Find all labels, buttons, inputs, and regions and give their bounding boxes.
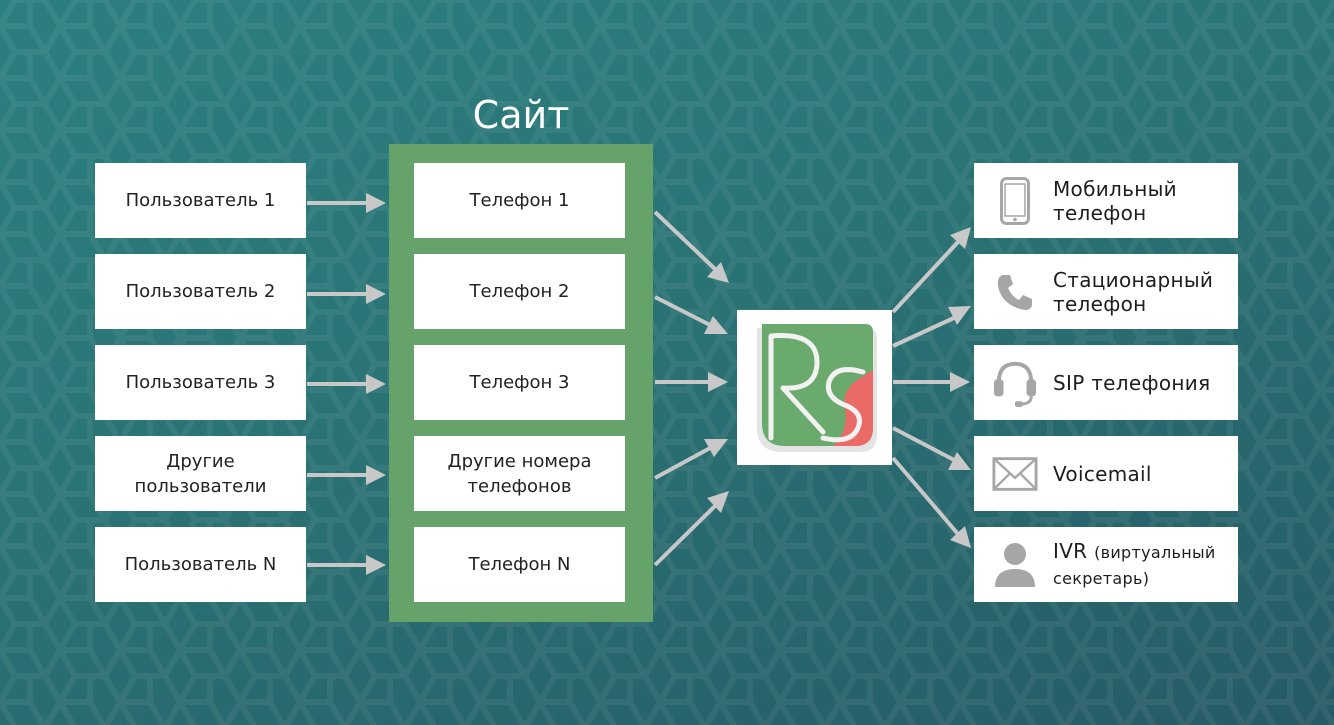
arrow-phone1-logo	[653, 210, 718, 272]
dest-box-voicemail: Voicemail	[974, 436, 1238, 511]
site-title: Сайт	[472, 93, 570, 137]
phone-label: Телефон 2	[469, 281, 570, 302]
arrowhead	[948, 452, 971, 470]
arrow-phone4-logo	[654, 445, 713, 480]
arrowhead	[704, 316, 728, 334]
phone-box-2: Телефон 2	[414, 254, 625, 329]
user-label: Пользователь 1	[125, 190, 276, 211]
arrow-logo-ivr	[891, 456, 960, 536]
rs-logo-icon	[757, 324, 877, 452]
arrow-logo-mobile	[891, 240, 960, 314]
arrowhead	[366, 284, 386, 304]
dest-box-ivr: IVR (виртуальный секретарь)	[974, 527, 1238, 602]
dest-label: SIP телефония	[1053, 370, 1211, 395]
dest-label: IVR	[1053, 538, 1088, 563]
phone-label: Другие номера телефонов	[447, 450, 592, 497]
phone-label: Телефон 3	[469, 372, 570, 393]
phone-box-3: Телефон 3	[414, 345, 625, 420]
arrowhead	[707, 262, 729, 283]
dest-label: Стационарный телефон	[1053, 267, 1214, 316]
user-label: Другие пользователи	[134, 450, 267, 497]
arrowhead	[708, 372, 728, 392]
mobile-phone-icon	[992, 174, 1038, 228]
user-box-2: Пользователь 2	[95, 254, 306, 329]
arrowhead	[366, 465, 386, 485]
arrow-phone5-logo	[653, 503, 718, 567]
arrowhead	[366, 555, 386, 575]
phone-label: Телефон N	[468, 554, 571, 575]
user-box-3: Пользователь 3	[95, 345, 306, 420]
person-icon	[992, 538, 1038, 592]
arrow-logo-voicemail	[892, 426, 957, 463]
dest-label: Voicemail	[1053, 461, 1152, 486]
phone-box-other: Другие номера телефонов	[414, 436, 625, 511]
arrow-logo-landline	[892, 315, 957, 348]
user-box-1: Пользователь 1	[95, 163, 306, 238]
arrowhead	[704, 439, 728, 457]
dest-label: Мобильный телефон	[1053, 176, 1177, 225]
arrowhead	[707, 491, 729, 513]
headset-icon	[992, 356, 1038, 410]
landline-phone-icon	[992, 265, 1038, 319]
dest-box-sip: SIP телефония	[974, 345, 1238, 420]
arrowhead	[948, 306, 971, 325]
user-label: Пользователь 2	[125, 281, 276, 302]
user-box-n: Пользователь N	[95, 527, 306, 602]
phone-box-1: Телефон 1	[414, 163, 625, 238]
phone-box-n: Телефон N	[414, 527, 625, 602]
envelope-icon	[992, 447, 1038, 501]
arrowhead	[950, 372, 970, 392]
rs-logo	[737, 310, 892, 465]
dest-box-landline: Стационарный телефон	[974, 254, 1238, 329]
user-label: Пользователь 3	[125, 372, 276, 393]
arrowhead	[950, 227, 971, 249]
dest-sublabel: (виртуальный секретарь)	[1053, 542, 1216, 588]
arrowhead	[366, 193, 386, 213]
arrow-phone2-logo	[654, 295, 713, 328]
user-label: Пользователь N	[124, 554, 277, 575]
arrowhead	[366, 374, 386, 394]
dest-box-mobile: Мобильный телефон	[974, 163, 1238, 238]
phone-label: Телефон 1	[469, 190, 570, 211]
arrowhead	[950, 526, 971, 548]
dest-label-ivr: IVR (виртуальный секретарь)	[1053, 539, 1216, 591]
user-box-other: Другие пользователи	[95, 436, 306, 511]
